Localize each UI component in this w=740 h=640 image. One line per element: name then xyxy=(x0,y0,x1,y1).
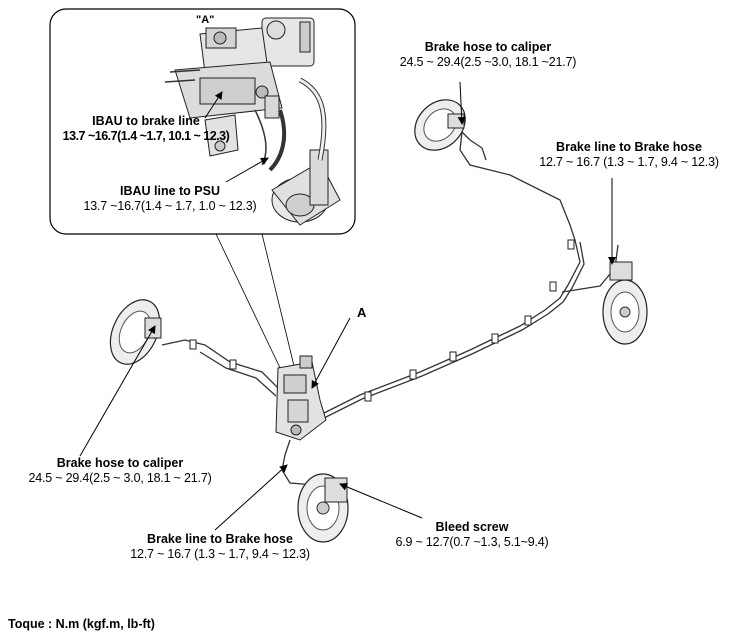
line-hose-bottom-title: Brake line to Brake hose xyxy=(147,532,293,546)
ibau-unit-illustration xyxy=(164,17,341,226)
ibau-brake-line-title: IBAU to brake line xyxy=(92,114,200,128)
hose-caliper-top-value: 24.5 ~ 29.4(2.5 ~3.0, 18.1 ~21.7) xyxy=(399,55,577,69)
ibau-psu-leader xyxy=(225,157,269,183)
bleed-screw-leader xyxy=(339,482,423,519)
line-hose-right-title: Brake line to Brake hose xyxy=(556,140,702,154)
hose-caliper-top-title: Brake hose to caliper xyxy=(424,40,552,54)
hose-caliper-left-value: 24.5 ~ 29.4(2.5 ~ 3.0, 18.1 ~ 21.7) xyxy=(28,471,212,485)
line-hose-bottom-leader xyxy=(214,464,288,531)
ibau-brake-line-leader xyxy=(204,91,223,119)
hose-caliper-left-title: Brake hose to caliper xyxy=(56,456,184,470)
hose-caliper-top-label: Brake hose to caliper 24.5 ~ 29.4(2.5 ~3… xyxy=(378,40,598,70)
torque-unit-note: Toque : N.m (kgf.m, lb-ft) xyxy=(8,617,155,631)
hose-caliper-top-leader xyxy=(457,81,466,125)
line-hose-right-label: Brake line to Brake hose 12.7 ~ 16.7 (1.… xyxy=(520,140,738,170)
ibau-psu-value: 13.7 ~16.7(1.4 ~ 1.7, 1.0 ~ 12.3) xyxy=(83,199,257,213)
line-hose-bottom-value: 12.7 ~ 16.7 (1.3 ~ 1.7, 9.4 ~ 12.3) xyxy=(130,547,310,561)
line-clips xyxy=(189,239,575,402)
inset-detail-box xyxy=(49,8,356,235)
ibau-brake-line-label: IBAU to brake line 13.7 ~16.7(1.4 ~1.7, … xyxy=(54,114,238,144)
bleed-screw-value: 6.9 ~ 12.7(0.7 ~1.3, 5.1~9.4) xyxy=(395,535,549,549)
bleed-screw-title: Bleed screw xyxy=(435,520,509,534)
callout-letter-a: A xyxy=(357,305,367,320)
ibau-psu-label: IBAU line to PSU 13.7 ~16.7(1.4 ~ 1.7, 1… xyxy=(72,184,268,214)
ibau-unit-main xyxy=(275,355,327,441)
ibau-psu-title: IBAU line to PSU xyxy=(119,184,220,198)
ibau-brake-line-value: 13.7 ~16.7(1.4 ~1.7, 10.1 ~ 12.3) xyxy=(62,129,230,143)
hose-caliper-left-leader xyxy=(79,325,156,457)
inset-tag: "A" xyxy=(196,14,215,26)
line-hose-bottom-label: Brake line to Brake hose 12.7 ~ 16.7 (1.… xyxy=(110,532,330,562)
zoom-line-left xyxy=(215,233,283,373)
hose-caliper-left-label: Brake hose to caliper 24.5 ~ 29.4(2.5 ~ … xyxy=(6,456,234,486)
unit-a-leader xyxy=(311,317,351,389)
line-hose-right-value: 12.7 ~ 16.7 (1.3 ~ 1.7, 9.4 ~ 12.3) xyxy=(539,155,719,169)
zoom-line-right xyxy=(261,233,296,371)
rotor-bottom xyxy=(297,473,349,543)
bleed-screw-label: Bleed screw 6.9 ~ 12.7(0.7 ~1.3, 5.1~9.4… xyxy=(372,520,572,550)
rotor-right-rear xyxy=(602,261,648,345)
rotor-top-right-caliper xyxy=(414,99,466,151)
